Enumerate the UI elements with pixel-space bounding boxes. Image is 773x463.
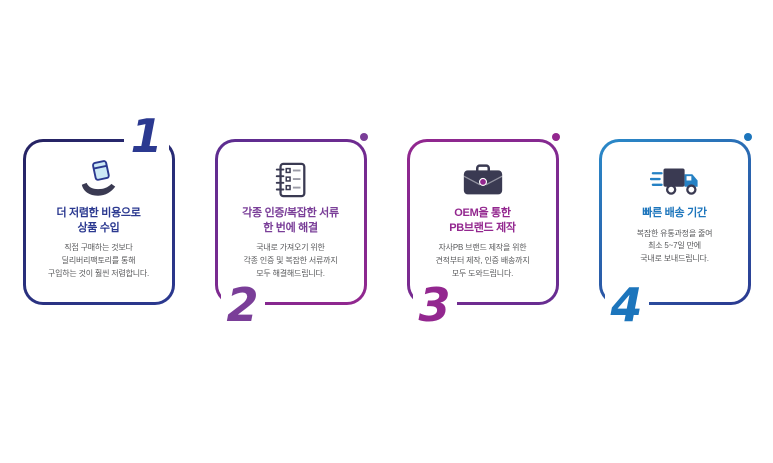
step-title-line: 각종 인증/복잡한 서류 <box>242 207 339 219</box>
step-description-line: 구입하는 것이 훨씬 저렴합니다. <box>47 268 150 278</box>
briefcase-icon <box>460 158 506 202</box>
step-title-line: PB브랜드 제작 <box>449 221 516 234</box>
step-description-line: 복잡한 유통과정을 줄여 <box>636 228 713 238</box>
step-title: 각종 인증/복잡한 서류 한 번에 해결 <box>242 206 339 235</box>
step-title-line: 빠른 배송 기간 <box>642 207 707 219</box>
step-card-2: 각종 인증/복잡한 서류 한 번에 해결 국내로 가져오기 위한 각종 인증 및… <box>214 133 368 328</box>
step-description: 직접 구매하는 것보다 딜리버리팩토리를 통해 구입하는 것이 훨씬 저렴합니다… <box>48 242 149 280</box>
step-description-line: 각종 인증 및 복잡한 서류까지 <box>243 255 338 265</box>
step-description-line: 직접 구매하는 것보다 <box>64 243 133 253</box>
step-title-line: 더 저렴한 비용으로 <box>56 207 141 219</box>
step-description-line: 모두 도와드립니다. <box>451 268 514 278</box>
step-description: 복잡한 유통과정을 줄여 최소 5~7일 만에 국내로 보내드립니다. <box>637 228 713 266</box>
step-card-1: 더 저렴한 비용으로 상품 수입 직접 구매하는 것보다 딜리버리팩토리를 통해… <box>22 113 175 305</box>
step-description-line: 모두 해결해드립니다. <box>256 268 325 278</box>
step-description-line: 자사PB 브랜드 제작을 위한 <box>438 243 527 253</box>
step-description: 국내로 가져오기 위한 각종 인증 및 복잡한 서류까지 모두 해결해드립니다. <box>243 242 337 280</box>
document-checklist-icon <box>272 158 310 202</box>
step-card-body: OEM을 통한 PB브랜드 제작 자사PB 브랜드 제작을 위한 견적부터 제작… <box>409 142 556 302</box>
step-number: 4 <box>604 282 649 328</box>
step-number: 2 <box>220 282 265 328</box>
step-title-line: 상품 수입 <box>77 221 120 234</box>
step-description-line: 국내로 가져오기 위한 <box>256 243 325 253</box>
step-title: 더 저렴한 비용으로 상품 수입 <box>56 206 140 235</box>
corner-dot <box>743 133 752 141</box>
hand-holding-product-icon <box>76 158 122 202</box>
corner-dot <box>551 133 560 141</box>
corner-dot <box>359 133 368 141</box>
step-card-body: 각종 인증/복잡한 서류 한 번에 해결 국내로 가져오기 위한 각종 인증 및… <box>217 142 364 302</box>
step-title-line: OEM을 통한 <box>454 207 511 219</box>
step-card-body: 빠른 배송 기간 복잡한 유통과정을 줄여 최소 5~7일 만에 국내로 보내드… <box>601 142 748 302</box>
step-description-line: 견적부터 제작, 인증 배송까지 <box>435 255 530 265</box>
step-description: 자사PB 브랜드 제작을 위한 견적부터 제작, 인증 배송까지 모두 도와드립… <box>435 242 529 280</box>
step-number: 3 <box>412 282 457 328</box>
step-title-line: 한 번에 해결 <box>263 221 318 234</box>
step-description-line: 국내로 보내드립니다. <box>640 254 709 264</box>
step-number: 1 <box>124 113 169 159</box>
steps-row: 더 저렴한 비용으로 상품 수입 직접 구매하는 것보다 딜리버리팩토리를 통해… <box>0 113 773 328</box>
step-description-line: 딜리버리팩토리를 통해 <box>61 255 136 265</box>
step-title: 빠른 배송 기간 <box>642 206 707 221</box>
step-description-line: 최소 5~7일 만에 <box>648 241 701 251</box>
step-title: OEM을 통한 PB브랜드 제작 <box>449 206 516 235</box>
step-card-body: 더 저렴한 비용으로 상품 수입 직접 구매하는 것보다 딜리버리팩토리를 통해… <box>25 142 172 302</box>
step-card-3: OEM을 통한 PB브랜드 제작 자사PB 브랜드 제작을 위한 견적부터 제작… <box>406 133 560 328</box>
delivery-truck-icon <box>649 158 700 202</box>
step-card-4: 빠른 배송 기간 복잡한 유통과정을 줄여 최소 5~7일 만에 국내로 보내드… <box>598 133 752 328</box>
